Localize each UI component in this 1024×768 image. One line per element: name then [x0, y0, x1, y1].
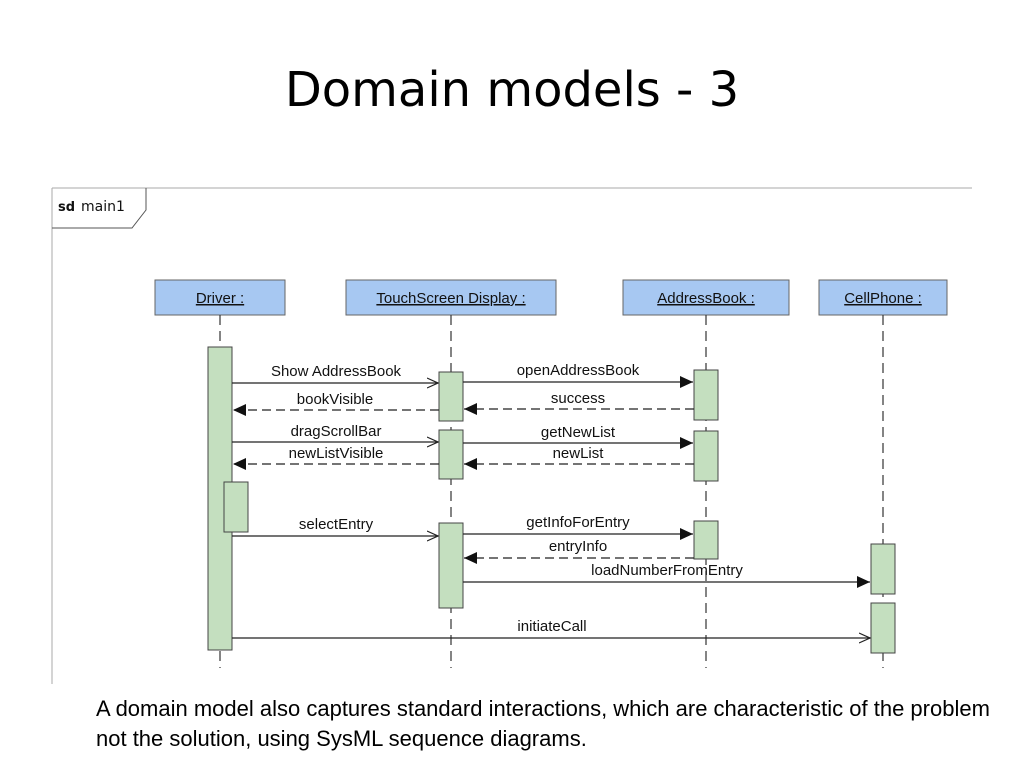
label-load-number-from-entry: loadNumberFromEntry	[591, 562, 743, 579]
activation-touch-2	[438, 429, 464, 480]
label-get-info-for-entry: getInfoForEntry	[526, 514, 630, 531]
lifeline-head-cellphone[interactable]	[818, 279, 948, 316]
label-book-visible: bookVisible	[297, 391, 373, 408]
label-get-new-list: getNewList	[541, 424, 616, 441]
lifeline-label-addressbook: AddressBook :	[657, 290, 755, 307]
activation-address-3	[693, 520, 719, 560]
message-labels: Show AddressBook openAddressBook bookVis…	[271, 362, 743, 635]
label-open-addressbook: openAddressBook	[517, 362, 640, 379]
lifeline-label-touchscreen: TouchScreen Display :	[376, 290, 525, 307]
label-entry-info: entryInfo	[549, 538, 607, 555]
lifeline-head-addressbook[interactable]	[622, 279, 790, 316]
label-show-addressbook: Show AddressBook	[271, 363, 402, 380]
activation-driver-nested	[223, 481, 249, 533]
activation-touch-1	[438, 371, 464, 422]
activation-phone-1	[870, 543, 896, 595]
frame-keyword: sd	[58, 200, 75, 215]
lifeline-label-cellphone: CellPhone :	[844, 290, 922, 307]
activation-address-2	[693, 430, 719, 482]
lifeline-head-driver[interactable]	[154, 279, 286, 316]
label-drag-scrollbar: dragScrollBar	[291, 423, 382, 440]
activations	[207, 346, 896, 654]
activation-touch-3	[438, 522, 464, 609]
activation-address-1	[693, 369, 719, 421]
label-initiate-call: initiateCall	[517, 618, 586, 635]
activation-phone-2	[870, 602, 896, 654]
lifeline-label-driver: Driver :	[196, 290, 244, 307]
messages	[232, 376, 870, 638]
label-success: success	[551, 390, 605, 407]
frame-name: main1	[81, 199, 125, 215]
slide-caption: A domain model also captures standard in…	[96, 696, 990, 751]
lifeline-heads: Driver : TouchScreen Display : AddressBo…	[154, 279, 948, 316]
label-new-list-visible: newListVisible	[289, 445, 384, 462]
sd-frame: sd main1	[51, 187, 972, 684]
slide-title: Domain models - 3	[284, 62, 740, 118]
label-select-entry: selectEntry	[299, 516, 374, 533]
label-new-list: newList	[553, 445, 605, 462]
